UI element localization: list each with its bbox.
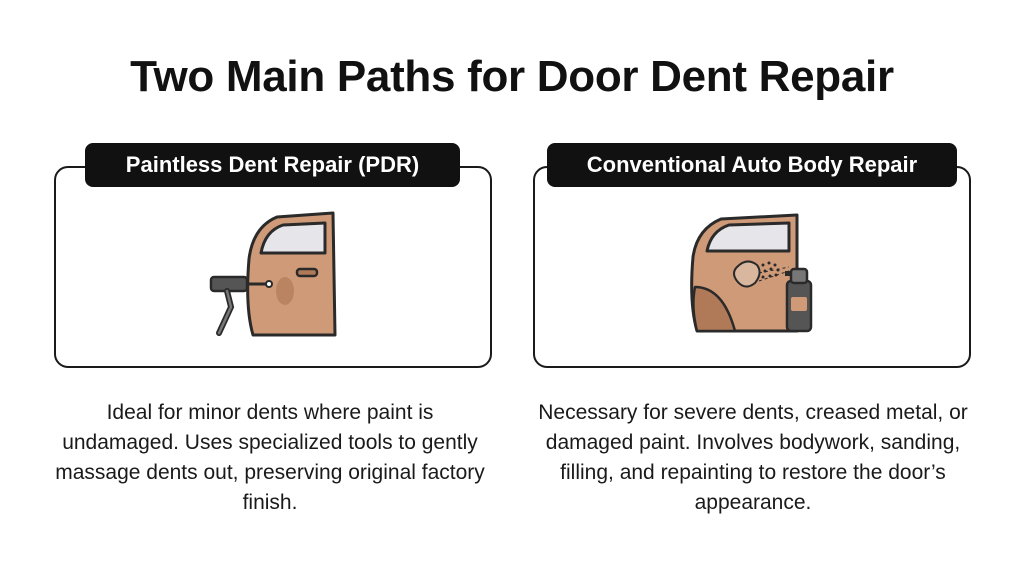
body-repair-description: Necessary for severe dents, creased meta… xyxy=(538,401,968,514)
door-window xyxy=(705,221,791,253)
repaired-panel xyxy=(692,285,737,333)
pdr-label: Paintless Dent Repair (PDR) xyxy=(85,143,460,187)
spray-can-nozzle xyxy=(785,271,792,276)
dent-mark xyxy=(276,277,294,305)
spray-can-cap xyxy=(789,267,809,285)
pdr-tool-tip xyxy=(265,280,273,288)
door-handle xyxy=(295,267,319,278)
body-repair-label: Conventional Auto Body Repair xyxy=(547,143,957,187)
dent-damage xyxy=(733,260,761,288)
door-window xyxy=(259,221,327,255)
page-title: Two Main Paths for Door Dent Repair xyxy=(130,52,894,101)
spray-mist xyxy=(761,261,780,279)
spray-can-label xyxy=(791,297,807,311)
pdr-description: Ideal for minor dents where paint is und… xyxy=(55,401,485,514)
car-door-pdr-tool-icon xyxy=(209,211,337,337)
car-door-spray-paint-icon xyxy=(690,213,813,333)
